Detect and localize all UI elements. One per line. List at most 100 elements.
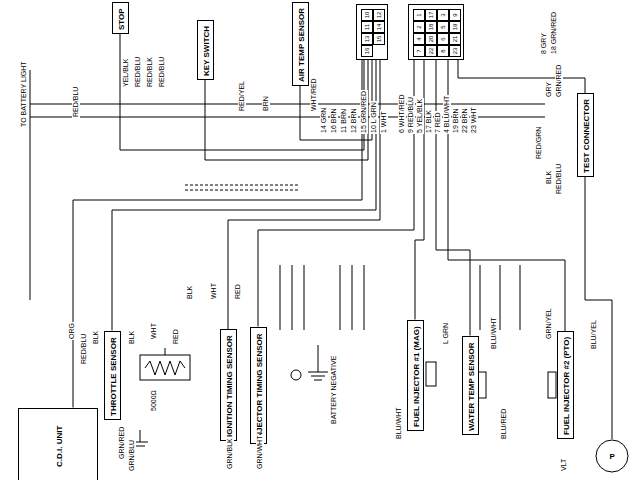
pin-number: 9 (449, 9, 461, 21)
wire-label: VLT (560, 458, 568, 472)
sensor-box: INJECTOR TIMING SENSOR (250, 327, 267, 444)
switch-box: KEY SWITCH (197, 20, 214, 80)
pin-number: 21 (449, 33, 461, 45)
wire (120, 34, 364, 150)
wire-label: RED/BLU (134, 56, 142, 88)
node-label: AIR TEMP SENSOR (297, 7, 306, 83)
pin-number: 7 (413, 45, 425, 57)
wire-label: 5000Ω (150, 389, 158, 412)
pin-number: 16 (361, 45, 373, 57)
wire (258, 60, 414, 327)
wire-label: GRY (545, 81, 553, 98)
wire (300, 60, 372, 140)
sensor-box: THROTTLE SENSOR (104, 331, 121, 420)
wire-label: 8 GRY (540, 32, 548, 55)
wire-label: YEL/BLK (122, 58, 130, 88)
pin-number: 1 (413, 9, 425, 21)
connector-box: TEST CONNECTOR (577, 93, 594, 177)
wire-label: BLU/YEL (590, 319, 598, 350)
wire-label: BLK (92, 330, 100, 345)
node-label: KEY SWITCH (202, 25, 211, 77)
wire (415, 60, 424, 320)
wire (448, 60, 565, 331)
wire-label: BLU/WHT (395, 407, 403, 441)
sensor-box: AIR TEMP SENSOR (292, 2, 309, 86)
wire-label: 7 RED (434, 111, 442, 134)
wire-label: 14 GRN (320, 107, 328, 134)
wire-label: 18 GRN/RED (550, 11, 558, 55)
wire-label: BRN (262, 95, 270, 112)
pin-number: 6 (437, 33, 449, 45)
pin-number: 19 (449, 21, 461, 33)
wire-label: TO BATTERY LIGHT (20, 60, 28, 128)
pin-number: 3 (437, 9, 449, 21)
wire-label: GRN/BLU (128, 439, 136, 472)
wire-label: RED (234, 283, 242, 300)
wire-label: GRN/BLK (226, 437, 234, 470)
pin-number: 4 (413, 33, 425, 45)
wire (205, 60, 368, 160)
wire (458, 60, 585, 93)
wire-label: WHT/RED (310, 77, 318, 112)
wire-label: 4 BLU/WHT (443, 95, 451, 134)
node-label: IGNITION TIMING SENSOR (225, 334, 234, 438)
wire-label: RED/YEL (238, 80, 246, 112)
fuel-pump: P (595, 439, 629, 473)
pin-number: 14 (373, 21, 385, 33)
wire-label: BLU/RED (500, 408, 508, 440)
node-label: WATER TEMP SENSOR (467, 341, 476, 432)
wire (228, 60, 380, 329)
connector-block: 10121114131516 (356, 4, 388, 60)
wire-label: RED/BLK (146, 56, 154, 88)
pin-number: 22 (425, 45, 437, 57)
wire-label: RED/BLU (72, 86, 80, 118)
wire-label: 19 BRN (452, 107, 460, 134)
cdi-unit: C.D.I. UNIT (18, 408, 98, 480)
node-label: FUEL INJECTOR #1 (MAG) (412, 325, 421, 428)
wire-label: 17 BLK (425, 109, 433, 134)
node-label: P (609, 452, 616, 461)
injector-box: FUEL INJECTOR #2 (PTO) (557, 331, 574, 439)
wire-label: RED (172, 328, 180, 345)
switch-box: STOP (112, 2, 129, 34)
wire-label: 22 BRN (461, 107, 469, 134)
pin-number: 13 (361, 33, 373, 45)
pin-number: 15 (373, 33, 385, 45)
pin-number: 18 (425, 21, 437, 33)
wire-label: BLU/WHT (490, 317, 498, 351)
connector-block: 11739218519420621722823 (408, 4, 464, 60)
wire-label: GRN/RED (118, 426, 126, 460)
pin-number: 23 (449, 45, 461, 57)
wire-label: 23 WHT (470, 106, 478, 134)
node-label: THROTTLE SENSOR (109, 336, 118, 417)
wire-label: RED/GRN (535, 126, 543, 160)
node-label: TEST CONNECTOR (582, 98, 591, 174)
pin-number: 12 (373, 9, 385, 21)
wire-label: GRN/WHT (256, 435, 264, 470)
wire-label: 1 WHT (380, 110, 388, 134)
wire-label: 9 RED/BLU (407, 96, 415, 134)
pin-number: 2 (413, 21, 425, 33)
node-label: FUEL INJECTOR #2 (PTO) (562, 336, 571, 436)
pin-number: 8 (437, 45, 449, 57)
wire-label: 5 YEL/BLK (416, 98, 424, 134)
wire-label: WHT (210, 282, 218, 300)
wire-label: BLK (186, 285, 194, 300)
sensor-box: IGNITION TIMING SENSOR (220, 329, 237, 441)
wire-label: 10 L GRN (370, 101, 378, 134)
pin-number: 20 (425, 33, 437, 45)
wire-label: BLK (545, 170, 553, 185)
wire-label: RED/BLU (555, 163, 563, 195)
pin-number: 5 (437, 21, 449, 33)
node-label: STOP (117, 7, 126, 31)
wire (436, 60, 470, 336)
wire-label: BLK (128, 330, 136, 345)
pin-number: 11 (361, 21, 373, 33)
sensor-box: WATER TEMP SENSOR (462, 336, 479, 435)
wire (585, 177, 612, 439)
wire-label: L GRN (442, 322, 450, 345)
node-label: C.D.I. UNIT (55, 424, 64, 467)
wire-label: 15 GRN/RED (360, 90, 368, 134)
wire-label: 11 BRN (340, 108, 348, 134)
